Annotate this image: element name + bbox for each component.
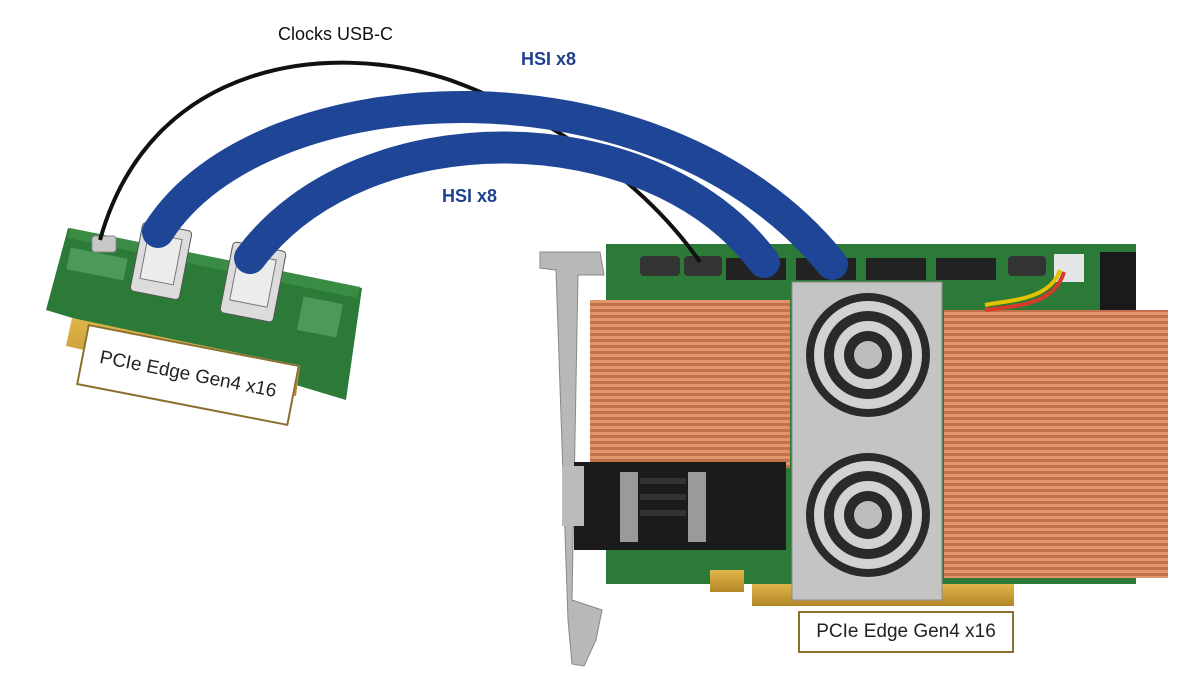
hsi-cable-middle (234, 131, 780, 278)
fan-top (806, 293, 930, 417)
cables (98, 60, 848, 280)
right-pcie-edge-label-box: PCIe Edge Gen4 x16 (798, 611, 1014, 653)
right-card (539, 244, 1168, 667)
clocks-usb-c-cable (98, 60, 702, 264)
heatsink-right (944, 310, 1168, 578)
clocks-usb-c-label: Clocks USB-C (278, 24, 394, 44)
hsi-top-label: HSI x8 (521, 49, 577, 69)
fan-bottom (806, 453, 930, 577)
left-usb-c-port (91, 235, 117, 253)
hsi-cable-top (142, 91, 848, 280)
right-pcie-edge-label: PCIe Edge Gen4 x16 (816, 621, 996, 642)
heatsink-left (590, 300, 790, 468)
pci-bracket (539, 251, 605, 667)
qsfp-cage (574, 462, 786, 550)
hsi-middle-label: HSI x8 (442, 186, 498, 206)
